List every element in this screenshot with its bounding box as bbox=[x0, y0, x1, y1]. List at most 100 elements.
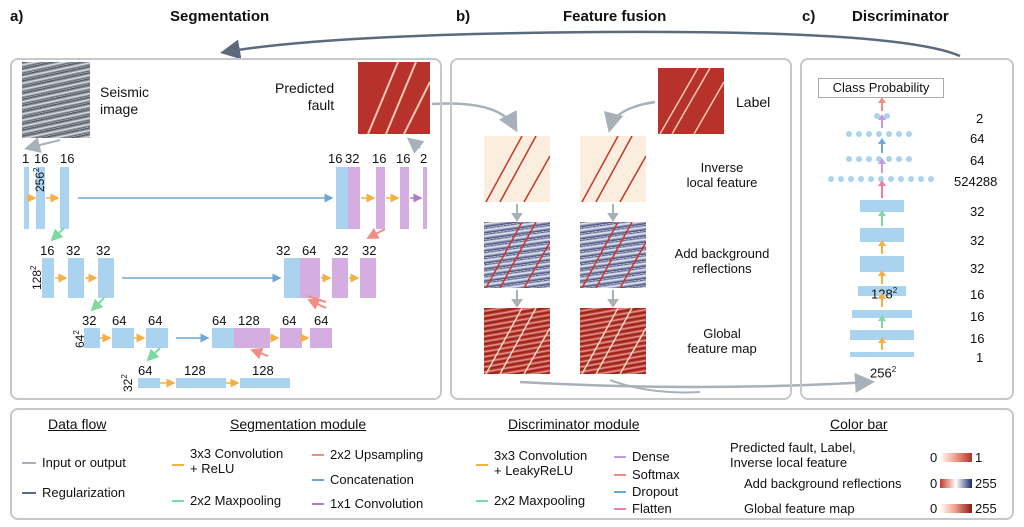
dec1-block-concat bbox=[336, 167, 348, 229]
disc-size-5: 32 bbox=[970, 233, 985, 248]
fusion-to-discriminator-arrow bbox=[519, 372, 875, 393]
disc-conv-block-4 bbox=[858, 286, 906, 296]
discriminator-panel bbox=[800, 58, 1014, 400]
seismic-image-label: Seismic image bbox=[100, 84, 150, 117]
section-a-title: Segmentation bbox=[170, 8, 270, 25]
dec3-ch-3: 64 bbox=[314, 313, 329, 328]
legend-seg-item-2: 2x2 Upsampling bbox=[330, 447, 424, 462]
enc1-ch-2: 16 bbox=[60, 151, 75, 166]
legend-regularization-arrow-icon bbox=[22, 492, 36, 494]
legend-disc-item-2: Dense bbox=[632, 449, 670, 464]
legend-seg-item-0: 3x3 Convolution + ReLU bbox=[190, 446, 284, 476]
predicted-fault-image bbox=[358, 61, 431, 135]
segmentation-panel bbox=[10, 58, 442, 400]
fusion-row2-label: Add background reflections bbox=[674, 246, 770, 276]
fusion-row1-label: Inverse local feature bbox=[686, 160, 758, 190]
legend-disc-title: Discriminator module bbox=[508, 416, 640, 432]
legend-flatten-arrow-icon bbox=[614, 508, 626, 510]
dec3-block-up bbox=[234, 328, 270, 348]
dec1-block-up bbox=[348, 167, 360, 229]
legend-seg-item-3: Concatenation bbox=[330, 472, 414, 487]
dec2-block-up bbox=[300, 258, 320, 298]
legend-seg-item-4: 1x1 Convolution bbox=[330, 496, 424, 511]
disc-size-3: 524288 bbox=[954, 174, 998, 189]
segmentation-arrows bbox=[27, 193, 423, 388]
colorbar-row-2-max: 255 bbox=[975, 501, 997, 516]
colorbar-row-2-label: Global feature map bbox=[744, 501, 855, 516]
fusion-inverse-left bbox=[484, 135, 551, 203]
disc-conv-block-1 bbox=[860, 200, 904, 212]
enc3-ch-1: 64 bbox=[112, 313, 127, 328]
legend-upsampling-arrow-icon bbox=[312, 454, 324, 456]
dec1-ch-0: 16 bbox=[328, 151, 343, 166]
dec1-ch-1: 32 bbox=[345, 151, 360, 166]
enc1-block-1 bbox=[36, 167, 45, 229]
disc-size-8: 16 bbox=[970, 309, 985, 324]
fusion-bg-left bbox=[484, 221, 551, 289]
disc-conv-block-6 bbox=[850, 330, 914, 340]
section-c-letter: c) bbox=[802, 8, 816, 25]
section-c-title: Discriminator bbox=[852, 8, 949, 25]
dec1-ch-3: 16 bbox=[396, 151, 411, 166]
disc-size-7: 16 bbox=[970, 287, 985, 302]
legend-1x1conv-arrow-icon bbox=[312, 503, 324, 505]
label-text: Label bbox=[736, 94, 771, 110]
dense-node bbox=[874, 113, 880, 119]
legend-conv-leaky-arrow-icon bbox=[476, 464, 488, 466]
colorbar-row-0-label: Predicted fault, Label, Inverse local fe… bbox=[730, 440, 856, 470]
bottom-block-2 bbox=[240, 378, 290, 388]
legend-input-arrow-icon bbox=[22, 462, 36, 464]
legend-disc-item-0: 3x3 Convolution + LeakyReLU bbox=[494, 448, 588, 478]
dec3-block-2 bbox=[310, 328, 332, 348]
enc2-ch-2: 32 bbox=[96, 243, 111, 258]
colorbar-row-0-max: 1 bbox=[975, 450, 983, 465]
legend-disc-item-5: Flatten bbox=[632, 501, 672, 516]
enc2-block-1 bbox=[68, 258, 84, 298]
enc1-ch-1: 16 bbox=[34, 151, 49, 166]
legend-concat-arrow-icon bbox=[312, 479, 324, 481]
disc-conv-block-3 bbox=[860, 256, 904, 272]
dec2-ch-3: 32 bbox=[362, 243, 377, 258]
disc-size-9: 16 bbox=[970, 331, 985, 346]
enc1-block-2 bbox=[60, 167, 69, 229]
colorbar-red-gradient bbox=[940, 453, 972, 462]
enc3-ch-0: 32 bbox=[82, 313, 97, 328]
seismic-image bbox=[22, 62, 90, 138]
class-probability-box: Class Probability bbox=[818, 78, 944, 98]
colorbar-row-1-label: Add background reflections bbox=[744, 476, 902, 491]
legend-disc-maxpool-arrow-icon bbox=[476, 500, 488, 502]
legend-disc-item-3: Softmax bbox=[632, 467, 680, 482]
fault-to-fusion-arrow bbox=[431, 102, 518, 133]
dec2-block-1 bbox=[332, 258, 348, 298]
colorbar-diverging-gradient bbox=[940, 479, 972, 488]
enc2-ch-0: 16 bbox=[40, 243, 55, 258]
fusion-gfm-left bbox=[484, 307, 551, 375]
bottom-block-1 bbox=[176, 378, 226, 388]
dec1-block-1 bbox=[376, 167, 385, 229]
legend-softmax-arrow-icon bbox=[614, 474, 626, 476]
legend-conv-relu-arrow-icon bbox=[172, 464, 184, 466]
enc3-block-2 bbox=[146, 328, 168, 348]
dec1-ch-4: 2 bbox=[420, 151, 428, 166]
dec2-block-concat bbox=[284, 258, 300, 298]
seismic-input-arrow bbox=[24, 137, 61, 153]
dec1-block-2 bbox=[400, 167, 409, 229]
section-b-letter: b) bbox=[456, 8, 471, 25]
colorbar-row-1-max: 255 bbox=[975, 476, 997, 491]
legend-panel bbox=[10, 408, 1014, 520]
fusion-gfm-right bbox=[580, 307, 647, 375]
disc-size-4: 32 bbox=[970, 204, 985, 219]
bottom-ch-1: 128 bbox=[184, 363, 206, 378]
colorbar-row-2-min: 0 bbox=[930, 501, 938, 516]
predicted-fault-label: Predicted fault bbox=[275, 80, 335, 113]
section-a-letter: a) bbox=[10, 8, 24, 25]
dec1-block-out bbox=[423, 167, 427, 229]
enc1-ch-0: 1 bbox=[22, 151, 30, 166]
enc3-ch-2: 64 bbox=[148, 313, 163, 328]
colorbar-row-0-min: 0 bbox=[930, 450, 938, 465]
colorbar-row-1-min: 0 bbox=[930, 476, 938, 491]
disc-input-block bbox=[850, 352, 914, 357]
legend-disc-item-1: 2x2 Maxpooling bbox=[494, 493, 586, 508]
dense-node bbox=[884, 113, 890, 119]
dec2-ch-0: 32 bbox=[276, 243, 291, 258]
